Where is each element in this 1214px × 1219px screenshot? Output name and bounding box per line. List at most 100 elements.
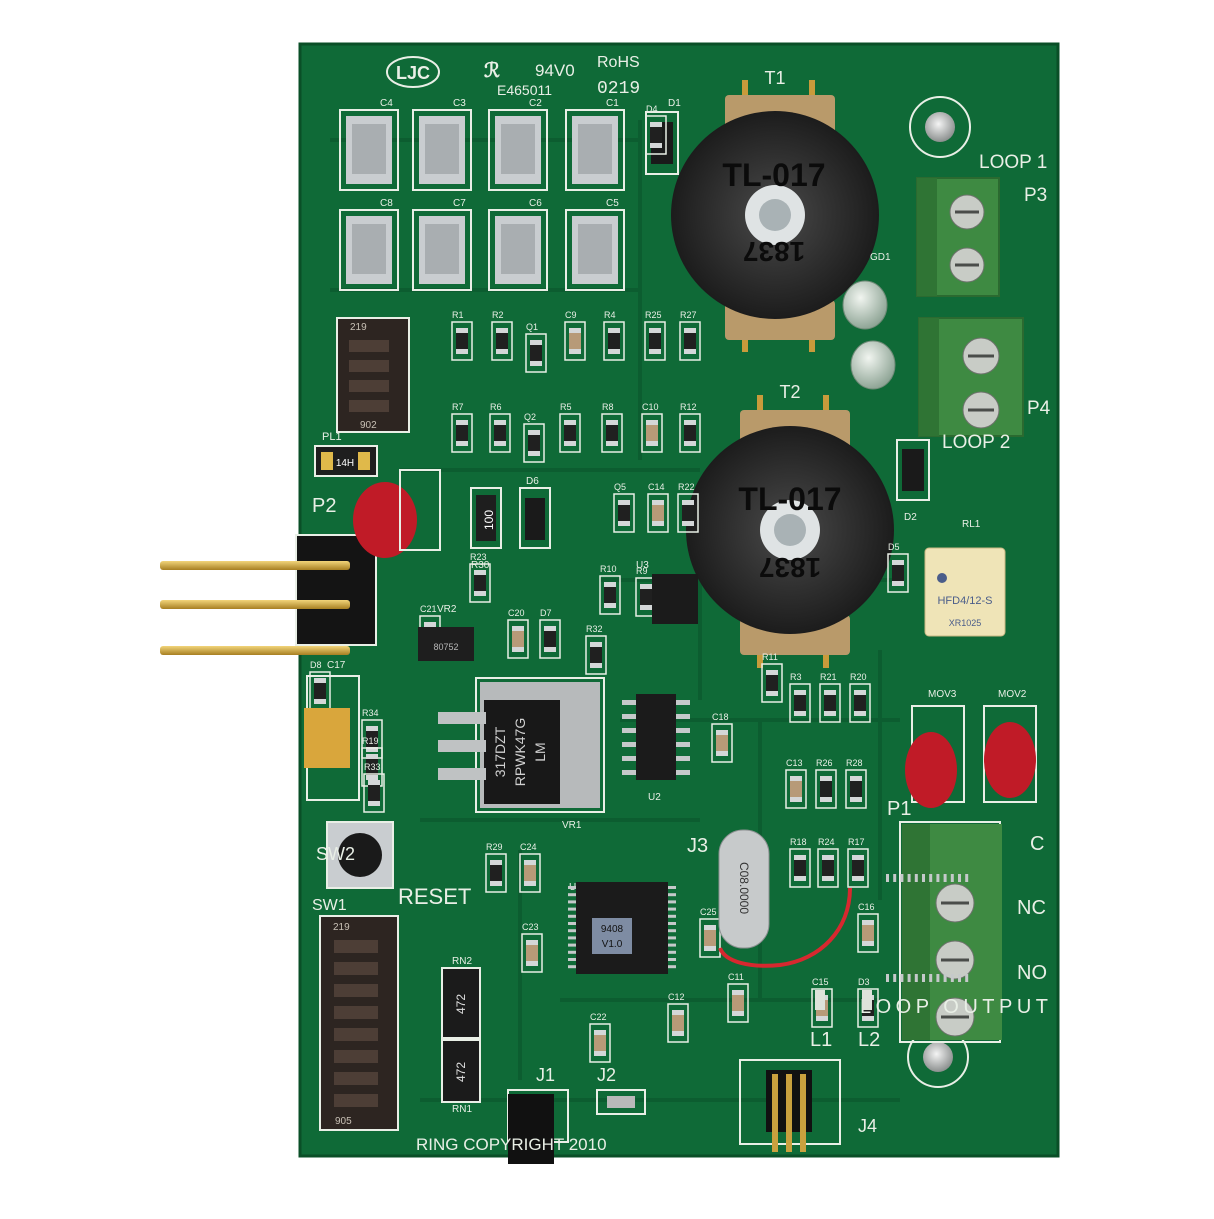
component-r6: R6 <box>489 402 511 453</box>
mount-hole-bottom <box>923 1042 953 1072</box>
ref-label: D3 <box>858 977 870 987</box>
jumper-j2[interactable] <box>596 1089 646 1115</box>
p2-label: P2 <box>312 495 336 517</box>
sw2-label: SW2 <box>316 844 355 864</box>
dip-switch-top[interactable]: 219 902 <box>336 317 410 433</box>
svg-text:C17: C17 <box>327 660 346 671</box>
component-r28: R28 <box>845 758 867 809</box>
ref-label: R11 <box>762 652 778 662</box>
component-r1: R1 <box>451 310 473 361</box>
svg-text:RPWK47G: RPWK47G <box>512 718 528 786</box>
ref-label: R5 <box>560 402 572 412</box>
output-c-label: C <box>1030 833 1044 855</box>
dip-switch-sw1[interactable]: 219 905 <box>319 915 399 1131</box>
reset-button[interactable] <box>326 821 394 889</box>
svg-text:80752: 80752 <box>433 642 458 652</box>
transformer-t1: TL-017 1837 T1 <box>671 68 879 352</box>
resistor-network-rn1: 472 RN1 <box>441 1039 481 1115</box>
component-r18: R18 <box>789 837 811 888</box>
ref-label: R21 <box>820 672 837 682</box>
ref-label: R7 <box>452 402 464 412</box>
component-r5: R5 <box>559 402 581 453</box>
ref-label: C21 <box>420 604 437 614</box>
logo-text: LJC <box>396 63 430 83</box>
svg-text:C08.0000: C08.0000 <box>737 862 751 914</box>
ref-label: R17 <box>848 837 865 847</box>
crystal-oscillator: C08.0000 <box>718 829 770 949</box>
svg-text:RL1: RL1 <box>962 519 981 530</box>
cap-label: C1 <box>606 98 619 109</box>
ref-label: R8 <box>602 402 614 412</box>
mount-ring-top <box>909 96 971 158</box>
capacitor-c2: C2 <box>488 98 548 191</box>
component-c16: C16 <box>857 902 879 953</box>
component-r4: R4 <box>603 310 625 361</box>
component-r33: R33 <box>363 762 385 813</box>
component-c12: C12 <box>667 992 689 1043</box>
component-c22: C22 <box>589 1012 611 1063</box>
component-r21: R21 <box>819 672 841 723</box>
jumper-j1[interactable] <box>507 1089 569 1164</box>
transformer-t2: TL-017 1837 T2 <box>686 382 894 668</box>
svg-text:LM: LM <box>532 742 548 761</box>
pin-header-p2 <box>160 534 377 655</box>
component-d5: D5 <box>887 542 909 593</box>
ref-label: C10 <box>642 402 659 412</box>
component-r12: R12 <box>679 402 701 453</box>
sw1-label: SW1 <box>312 897 347 914</box>
ref-label: C23 <box>522 922 539 932</box>
copyright-text: RING COPYRIGHT 2010 <box>416 1135 607 1154</box>
tantalum-c17: C17 <box>304 660 360 801</box>
svg-text:RN2: RN2 <box>452 956 472 967</box>
component-r34: R34 <box>361 708 383 759</box>
component-q1: Q1 <box>525 322 547 373</box>
component-r2: R2 <box>491 310 513 361</box>
component-r20: R20 <box>849 672 871 723</box>
loop1-label: LOOP 1 <box>979 152 1047 173</box>
ref-label: C9 <box>565 310 577 320</box>
fuse-pl1: PL1 14H <box>314 431 378 477</box>
chip-u3: U3 <box>636 560 698 624</box>
ref-label: R27 <box>680 310 697 320</box>
cap-label: C3 <box>453 98 466 109</box>
relay-rl1: RL1 HFD4/12-S XR1025 <box>924 519 1006 637</box>
p1-label: P1 <box>887 798 911 820</box>
capacitor-c4: C4 <box>339 98 399 191</box>
regulator-vr2: VR2 80752 <box>418 604 474 661</box>
component-r8: R8 <box>601 402 623 453</box>
component-q5: Q5 <box>613 482 635 533</box>
ref-label: R18 <box>790 837 807 847</box>
j4-label: J4 <box>858 1116 877 1136</box>
svg-text:14H: 14H <box>336 458 354 469</box>
jumper-j4[interactable] <box>739 1059 841 1152</box>
svg-text:317DZT: 317DZT <box>492 726 508 777</box>
component-c9: C9 <box>564 310 586 361</box>
svg-text:219: 219 <box>350 322 367 333</box>
cap-label: C7 <box>453 198 466 209</box>
ref-label: C15 <box>812 977 829 987</box>
output-nc-label: NC <box>1017 897 1046 919</box>
ref-label: R26 <box>816 758 833 768</box>
component-r9: R9 <box>635 566 657 617</box>
j3-label: J3 <box>687 835 708 857</box>
component-c18: C18 <box>711 712 733 763</box>
mount-hole-top <box>925 112 955 142</box>
t2-ref: T2 <box>779 382 800 402</box>
indicator-leds: L1 L2 <box>810 990 880 1051</box>
capacitor-c7: C7 <box>412 198 472 291</box>
ref-label: D4 <box>646 104 658 114</box>
ref-label: R25 <box>645 310 662 320</box>
component-c14: C14 <box>647 482 669 533</box>
ul-file: E465011 <box>497 82 552 98</box>
ref-label: R3 <box>790 672 802 682</box>
resistor-network-rn2: RN2 472 <box>441 956 481 1039</box>
diode-d6: D6 <box>519 476 551 549</box>
t1-code: 1837 <box>743 236 805 267</box>
ref-label: R28 <box>846 758 863 768</box>
capacitor-c1: C1 <box>565 98 625 191</box>
ref-label: R23 <box>470 552 487 562</box>
ref-label: R12 <box>680 402 697 412</box>
t2-part: TL-017 <box>738 481 841 517</box>
